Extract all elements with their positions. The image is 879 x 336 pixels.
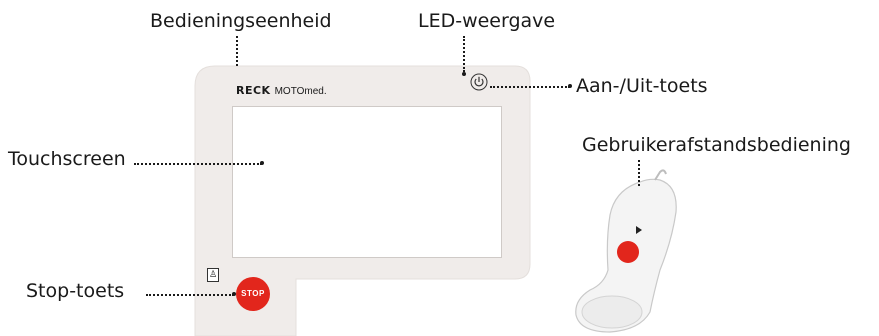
remote-control — [575, 169, 677, 333]
label-control-unit: Bedieningseenheid — [150, 10, 332, 32]
leader-control-unit — [236, 36, 238, 66]
leader-stop-key — [146, 294, 234, 296]
leader-touchscreen — [134, 163, 262, 165]
power-icon[interactable] — [470, 73, 488, 91]
leader-dot-touchscreen — [260, 161, 264, 165]
remote-stop-button[interactable] — [617, 241, 639, 263]
label-led-display: LED-weergave — [418, 10, 556, 32]
label-power-key: Aan-/Uit-toets — [576, 75, 708, 97]
brand-mark: RECK — [236, 84, 271, 97]
leader-dot-stop — [232, 292, 236, 296]
leader-remote — [638, 160, 640, 186]
stop-button[interactable]: STOP — [236, 277, 270, 311]
brand-model: MOTOmed. — [274, 86, 327, 97]
label-stop-key: Stop-toets — [26, 280, 125, 302]
touchscreen[interactable] — [232, 106, 502, 258]
label-remote: Gebruikerafstandsbediening — [582, 134, 851, 156]
leader-power-key — [490, 86, 570, 88]
person-icon: ♙ — [207, 268, 219, 282]
label-touchscreen: Touchscreen — [8, 148, 126, 170]
leader-dot-power — [568, 84, 572, 88]
leader-dot-led — [462, 72, 466, 76]
leader-led-display — [463, 36, 465, 72]
